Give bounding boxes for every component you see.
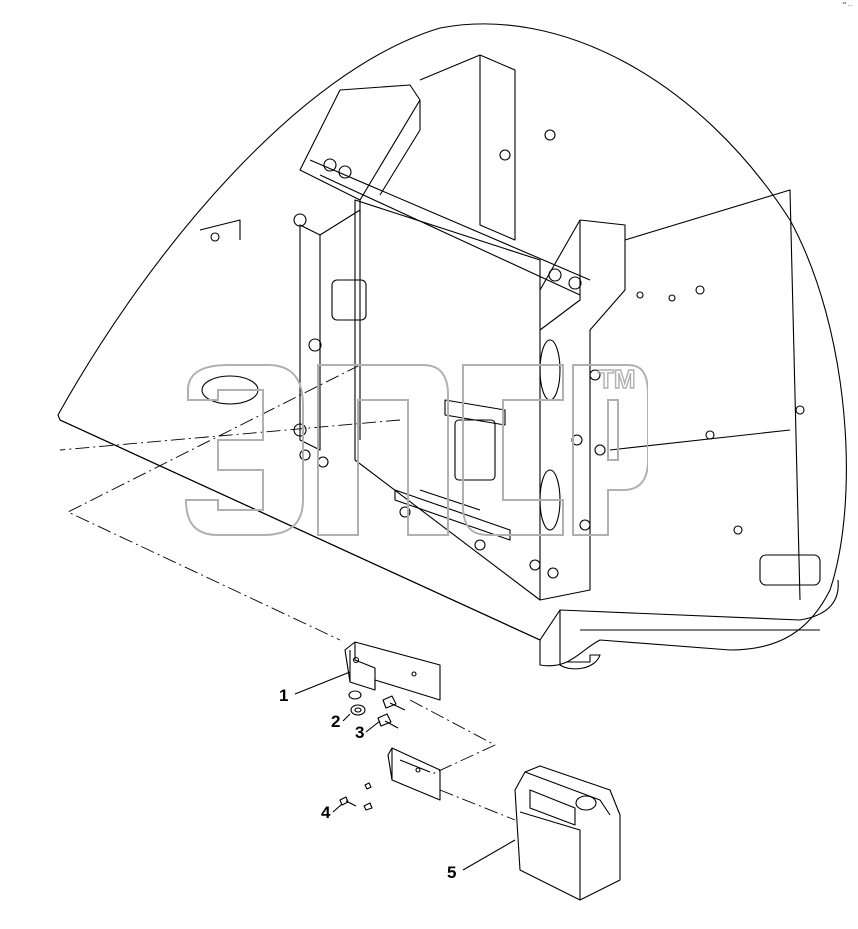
- corner-mark: °° ...: [842, 2, 852, 8]
- callout-2: 2: [331, 712, 341, 731]
- cab-outline: [57, 23, 847, 667]
- watermark-logo: TM: [184, 363, 648, 536]
- part-angle-bracket: [387, 747, 441, 801]
- frame-left-post: [299, 224, 321, 451]
- callout-5: 5: [447, 863, 457, 882]
- watermark-tm: TM: [598, 364, 636, 394]
- callout-1: 1: [279, 686, 289, 705]
- callout-3: 3: [355, 723, 365, 742]
- floor-rim: [59, 419, 839, 641]
- part-bracket: [344, 641, 441, 701]
- callout-4: 4: [321, 803, 331, 822]
- frame-top-cross: [299, 84, 421, 201]
- part-box: [514, 765, 621, 901]
